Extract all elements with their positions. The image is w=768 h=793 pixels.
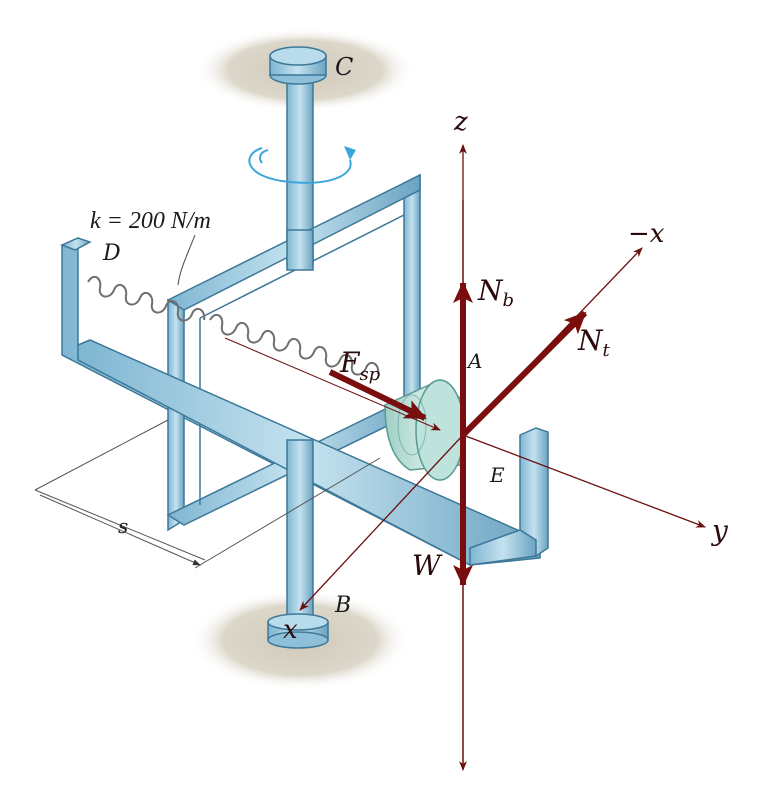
spring-force-label: Fsp [339, 346, 381, 385]
normal-b-subscript: b [503, 290, 515, 311]
normal-t-label: Nt [577, 324, 611, 361]
normal-b-label: Nb [477, 274, 514, 311]
normal-b-symbol: N [477, 274, 504, 307]
rotation-arrow-icon [248, 146, 356, 184]
z-axis-label: z [453, 107, 468, 137]
spring-constant-text: k = 200 N/m [90, 208, 211, 234]
weight-label: W [412, 549, 443, 582]
spring-force-subscript: sp [359, 364, 380, 385]
normal-t-vector [460, 310, 588, 438]
point-d-label: D [102, 241, 121, 266]
y-axis-line [462, 434, 706, 528]
spring-leader-line [177, 234, 196, 286]
upper-shaft-stub [286, 229, 314, 271]
dimension-s [34, 419, 381, 569]
point-a-label: A [466, 349, 482, 373]
normal-t-subscript: t [603, 340, 611, 361]
neg-x-axis-label: −x [628, 219, 665, 249]
point-c-label: C [335, 53, 353, 81]
bottom-shaft [267, 439, 329, 649]
spring-force-vector [328, 369, 427, 421]
point-b-label: B [334, 593, 351, 618]
collar [384, 379, 465, 481]
y-axis-label: y [710, 514, 729, 547]
dimension-s-label: s [118, 514, 128, 538]
spring [87, 275, 380, 376]
x-axis-label: x [283, 615, 298, 645]
x-axis-line [299, 434, 464, 611]
spring-dimension-line [224, 337, 441, 431]
point-e-label: E [489, 463, 505, 487]
spring-force-symbol: F [339, 346, 361, 379]
force-vectors [328, 281, 588, 587]
normal-t-symbol: N [577, 324, 604, 357]
spring-constant-label: k = 200 N/m [90, 208, 211, 234]
